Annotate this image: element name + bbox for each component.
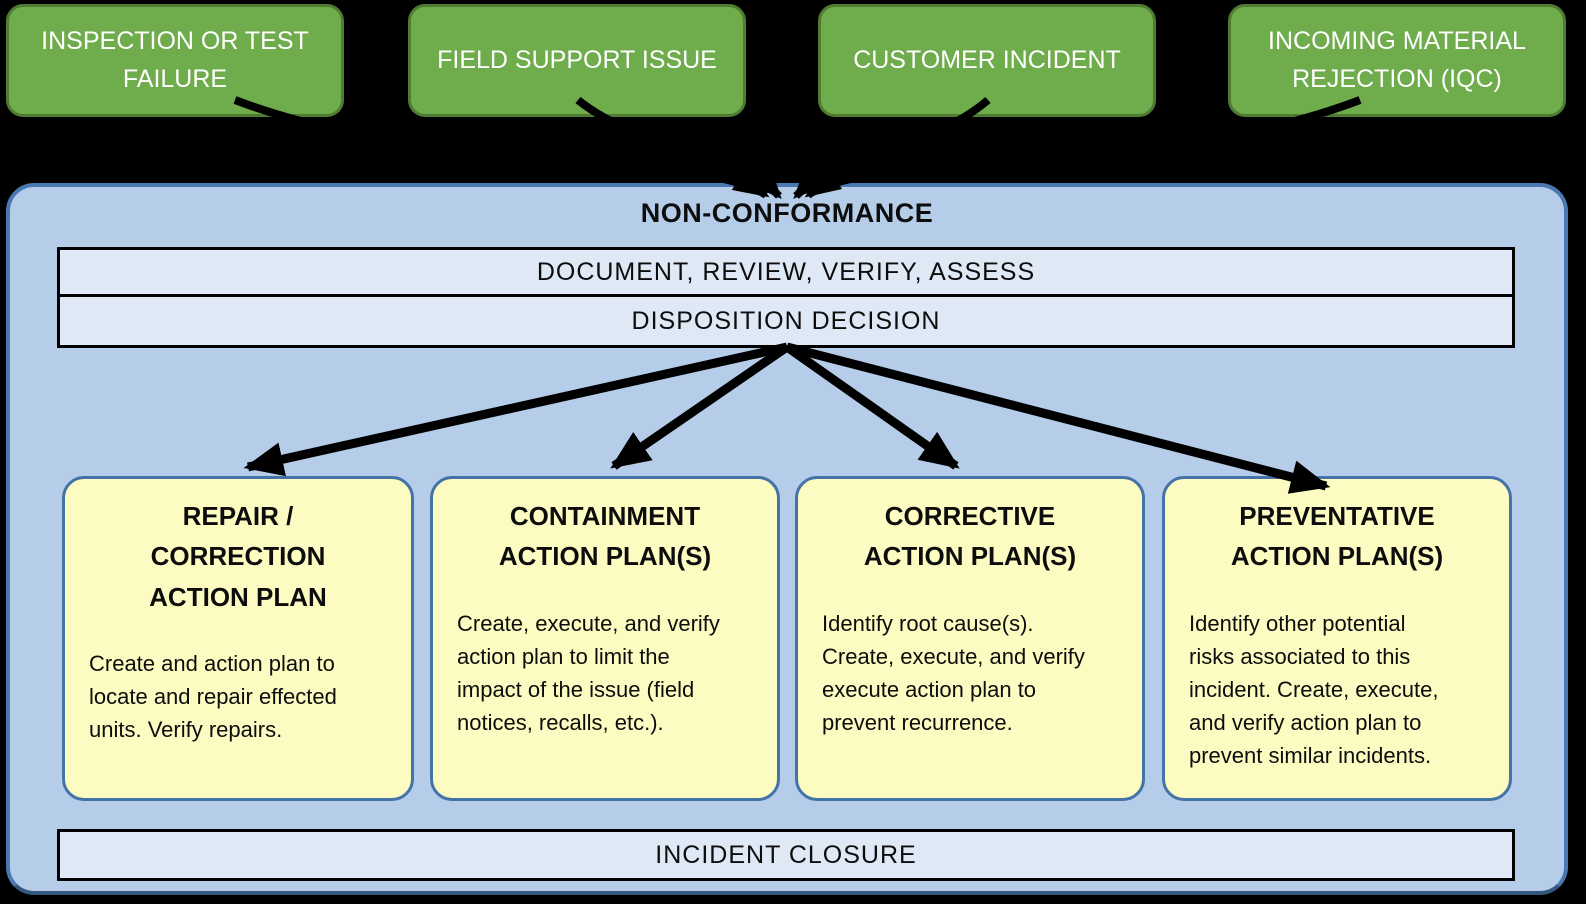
source-box-field-support: FIELD SUPPORT ISSUE: [408, 4, 746, 117]
plan-card-repair-correction: REPAIR / CORRECTION ACTION PLAN Create a…: [62, 476, 414, 801]
step-bar-disposition-decision: DISPOSITION DECISION: [57, 294, 1515, 348]
plan-body: Create, execute, and verify action plan …: [457, 610, 720, 735]
plan-card-preventative: PREVENTATIVE ACTION PLAN(S) Identify oth…: [1162, 476, 1512, 801]
source-box-iqc-rejection: INCOMING MATERIAL REJECTION (IQC): [1228, 4, 1566, 117]
source-label: CUSTOMER INCIDENT: [853, 45, 1121, 74]
plan-title: PREVENTATIVE ACTION PLAN(S): [1230, 501, 1444, 572]
step-bar-label: DISPOSITION DECISION: [631, 306, 941, 335]
source-label: INCOMING MATERIAL REJECTION (IQC): [1268, 27, 1526, 93]
panel-title: NON-CONFORMANCE: [640, 198, 934, 228]
plan-body: Create and action plan to locate and rep…: [89, 650, 337, 742]
source-box-customer-incident: CUSTOMER INCIDENT: [818, 4, 1156, 117]
plan-title: CONTAINMENT ACTION PLAN(S): [498, 501, 712, 572]
plan-card-corrective: CORRECTIVE ACTION PLAN(S) Identify root …: [795, 476, 1145, 801]
plan-body: Identify root cause(s). Create, execute,…: [822, 610, 1085, 735]
plan-body: Identify other potential risks associate…: [1189, 610, 1439, 768]
incident-closure-bar: INCIDENT CLOSURE: [57, 829, 1515, 881]
non-conformance-panel: NON-CONFORMANCE DOCUMENT, REVIEW, VERIFY…: [6, 183, 1568, 895]
step-bar-label: INCIDENT CLOSURE: [655, 840, 917, 869]
plan-title: CORRECTIVE ACTION PLAN(S): [863, 501, 1077, 572]
step-bar-document-review: DOCUMENT, REVIEW, VERIFY, ASSESS: [57, 247, 1515, 297]
step-bar-label: DOCUMENT, REVIEW, VERIFY, ASSESS: [536, 257, 1036, 286]
source-label: INSPECTION OR TEST FAILURE: [41, 27, 309, 93]
plan-card-containment: CONTAINMENT ACTION PLAN(S) Create, execu…: [430, 476, 780, 801]
plan-title: REPAIR / CORRECTION ACTION PLAN: [149, 501, 327, 612]
source-label: FIELD SUPPORT ISSUE: [437, 45, 717, 74]
source-box-inspection-failure: INSPECTION OR TEST FAILURE: [6, 4, 344, 117]
